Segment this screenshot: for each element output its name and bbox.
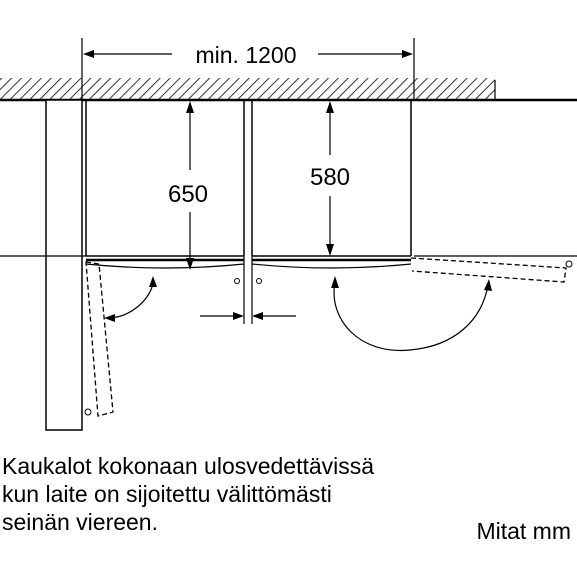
caption-text: Kaukalot kokonaan ulosvedettävissä kun l… (2, 453, 375, 535)
side-wall (45, 99, 83, 431)
right-door-open (331, 257, 573, 352)
installation-diagram: min. 1200 650 580 (0, 38, 577, 431)
left-depth-dimension: 650 (168, 101, 208, 270)
width-dimension: min. 1200 (81, 38, 415, 100)
right-depth-dimension: 580 (310, 101, 350, 256)
units-note: Mitat mm (476, 518, 571, 544)
width-label: min. 1200 (195, 42, 296, 68)
left-appliance (85, 100, 245, 269)
left-depth-label: 650 (168, 181, 208, 208)
right-depth-label: 580 (310, 164, 350, 191)
top-wall (0, 78, 577, 102)
gap-indicator (200, 256, 296, 324)
left-door-open (84, 261, 157, 417)
right-appliance (251, 100, 412, 269)
